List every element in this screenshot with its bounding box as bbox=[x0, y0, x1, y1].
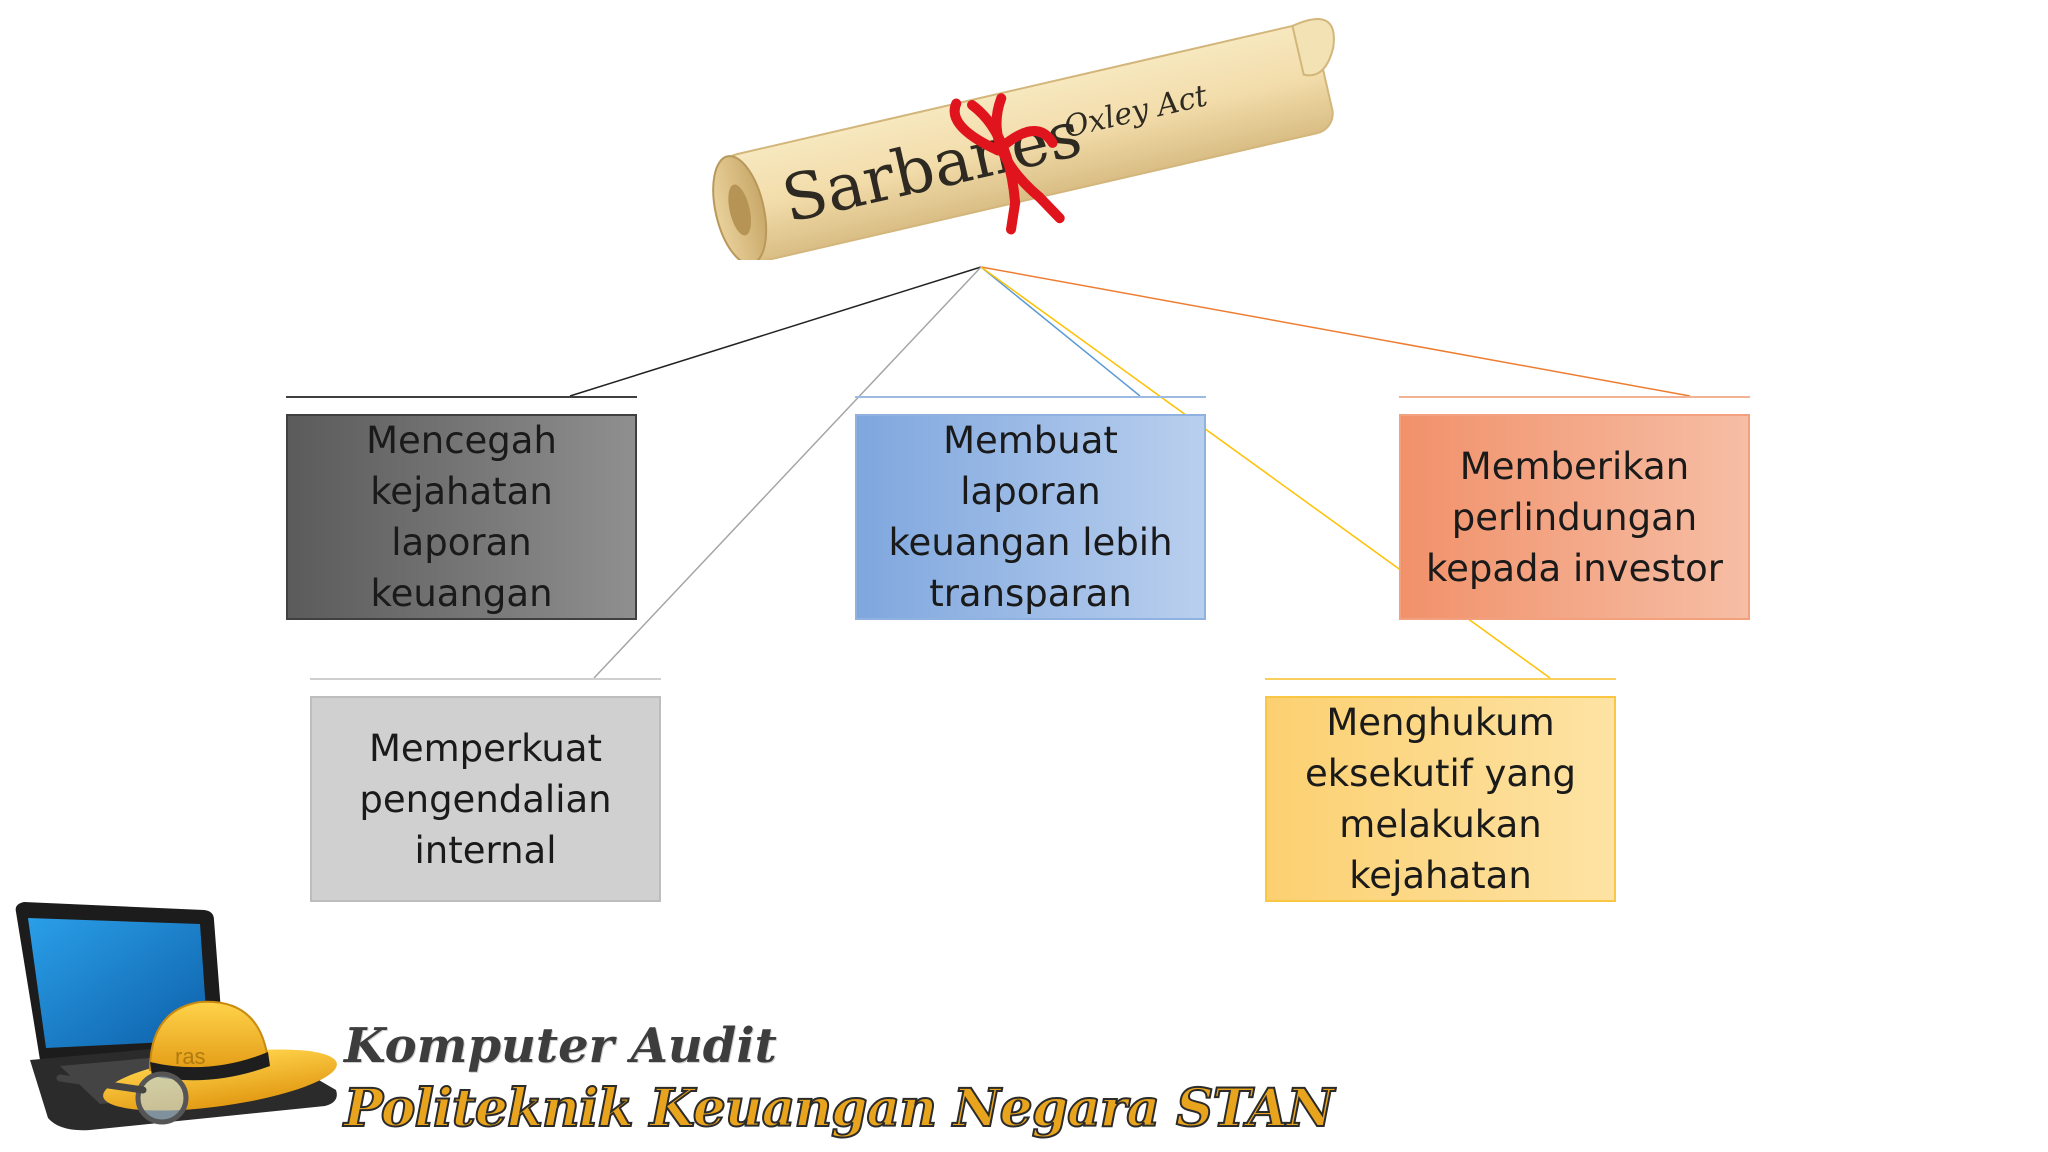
footer-subtitle: Politeknik Keuangan Negara STAN bbox=[343, 1077, 1335, 1140]
objective-label-5: Menghukum eksekutif yang melakukan kejah… bbox=[1304, 701, 1577, 897]
sarbanes-oxley-scroll-image: Sarbanes Oxley Act bbox=[712, 17, 1335, 260]
box-4-top-line bbox=[310, 678, 661, 680]
connector-line-3 bbox=[980, 266, 1691, 397]
objective-label-3: Memberikan perlindungan kepada investor bbox=[1426, 444, 1723, 590]
objective-box-transparency: Membuat laporan keuangan lebih transpara… bbox=[855, 414, 1206, 620]
hat-text: ras bbox=[175, 1044, 206, 1069]
red-ribbon bbox=[949, 93, 1065, 235]
laptop-hat-logo: ras bbox=[15, 902, 337, 1131]
objective-box-prevent-fraud: Mencegah kejahatan laporan keuangan bbox=[286, 414, 637, 620]
objective-label-4: Memperkuat pengendalian internal bbox=[359, 726, 612, 872]
objective-box-internal-control: Memperkuat pengendalian internal bbox=[310, 696, 661, 902]
box-2-top-line bbox=[855, 396, 1206, 398]
connector-line-1 bbox=[569, 266, 982, 397]
objective-label-1: Mencegah kejahatan laporan keuangan bbox=[366, 419, 557, 615]
footer-title: Komputer Audit bbox=[344, 1018, 777, 1074]
objective-box-investor-protection: Memberikan perlindungan kepada investor bbox=[1399, 414, 1750, 620]
box-3-top-line bbox=[1399, 396, 1750, 398]
connector-line-2 bbox=[980, 266, 1141, 397]
objective-label-2: Membuat laporan keuangan lebih transpara… bbox=[888, 419, 1173, 615]
objective-box-punish-executives: Menghukum eksekutif yang melakukan kejah… bbox=[1265, 696, 1616, 902]
box-1-top-line bbox=[286, 396, 637, 398]
box-5-top-line bbox=[1265, 678, 1616, 680]
connector-line-4 bbox=[593, 266, 982, 679]
